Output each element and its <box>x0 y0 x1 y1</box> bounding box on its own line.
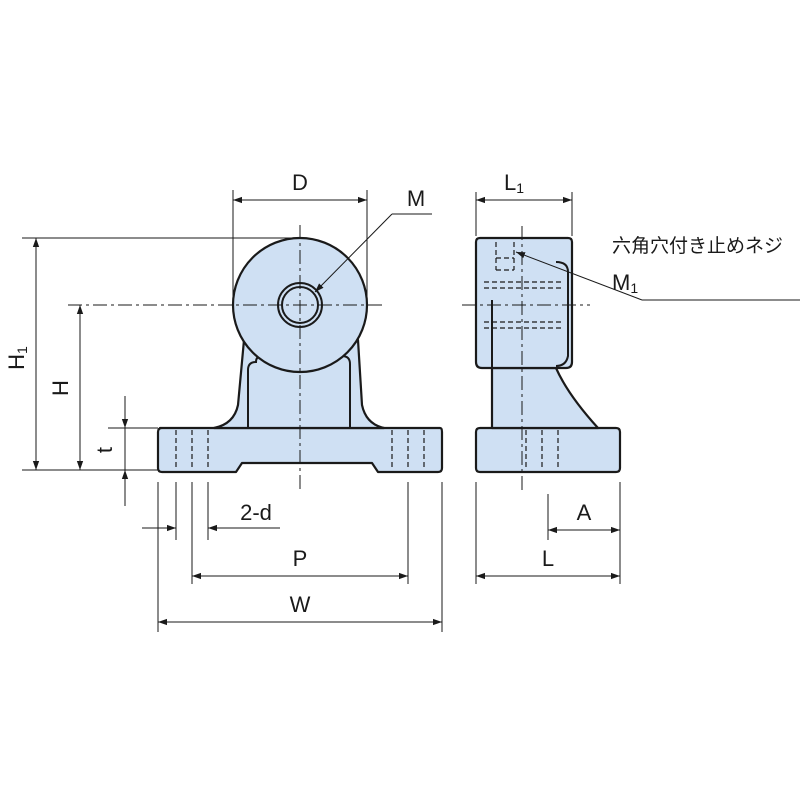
dim-label-p: P <box>293 546 308 571</box>
dim-label-w: W <box>290 592 311 617</box>
setscrew-note: 六角穴付き止めネジ <box>612 235 783 257</box>
dimensions: D M L1 H1 H t 2-d P <box>4 170 800 632</box>
dim-label-d: D <box>292 170 308 195</box>
side-view <box>462 226 622 490</box>
dim-label-h1: H1 <box>4 346 30 370</box>
side-upper-block <box>474 236 574 370</box>
dim-label-h: H <box>48 380 73 396</box>
dim-label-2d: 2-d <box>240 500 272 525</box>
dim-label-l: L <box>542 546 554 571</box>
side-base <box>474 426 622 474</box>
dim-label-t: t <box>92 447 117 453</box>
dim-label-m: M <box>407 186 425 211</box>
front-view <box>68 225 444 490</box>
dim-label-a: A <box>577 500 592 525</box>
side-gusset <box>490 366 600 430</box>
dim-label-l1: L1 <box>504 170 524 196</box>
dim-label-m1: M1 <box>612 270 638 296</box>
